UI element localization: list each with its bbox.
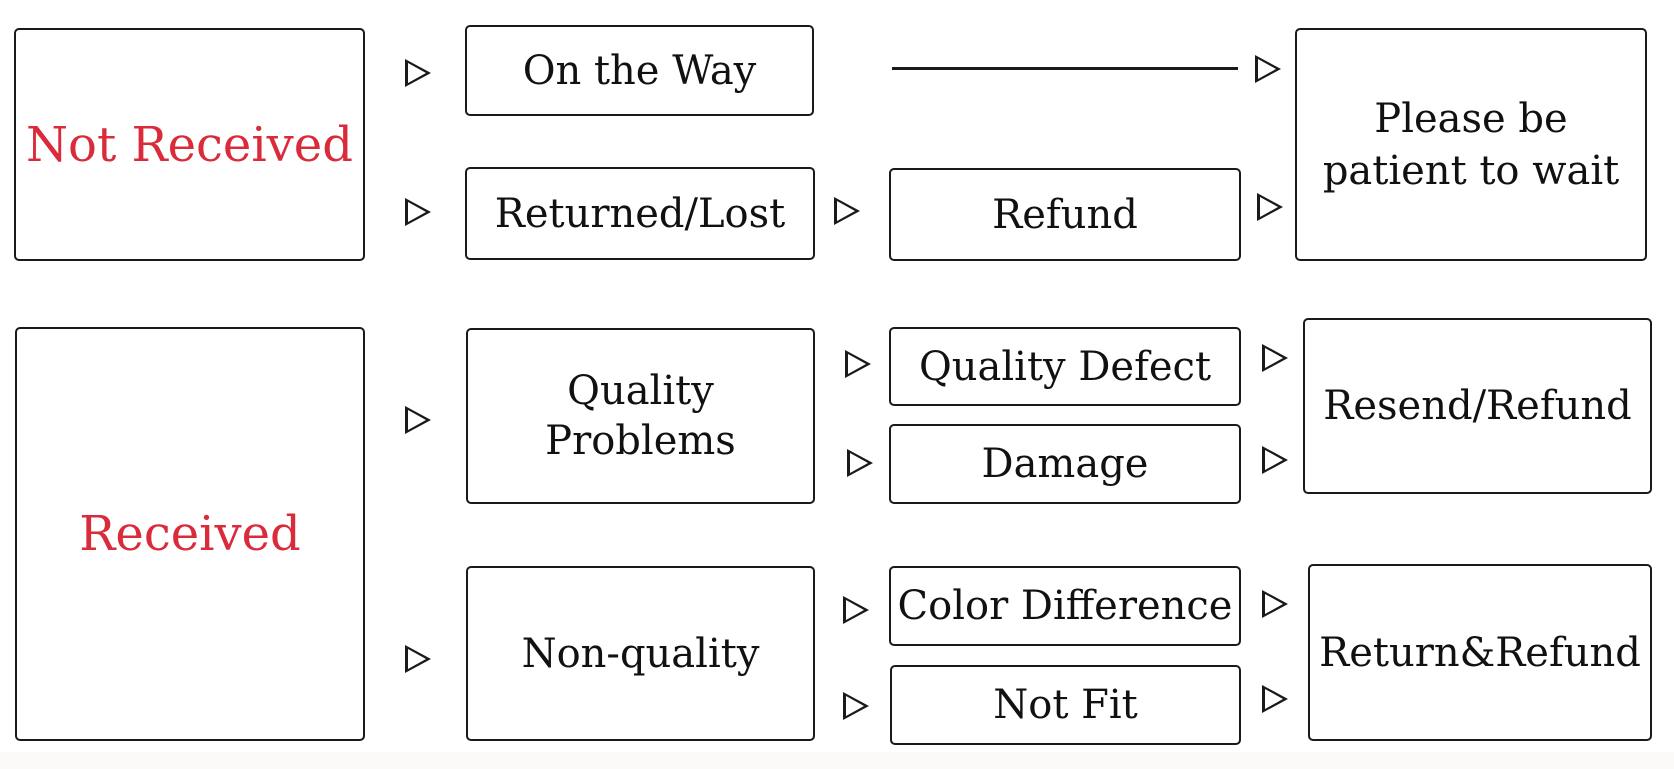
detail-refund-label: Refund [992,191,1138,238]
outcome-return-refund-label: Return&Refund [1319,629,1641,676]
situation-on-the-way-label: On the Way [522,47,757,94]
detail-color-difference-label: Color Difference [897,583,1233,629]
situation-on-the-way: On the Way [465,25,814,116]
outcome-return-refund: Return&Refund [1308,564,1652,741]
situation-non-quality: Non-quality [466,566,815,741]
detail-quality-defect: Quality Defect [889,327,1241,406]
outcome-resend-refund: Resend/Refund [1303,318,1652,494]
detail-damage-label: Damage [981,441,1149,487]
arrow-to-on-the-way [405,59,431,87]
arrow-to-not-fit [843,692,869,720]
situation-non-quality-label: Non-quality [521,630,760,677]
arrow-to-non-quality [405,645,431,673]
outcome-resend-refund-label: Resend/Refund [1323,383,1632,429]
arrow-not-fit-to-return [1262,685,1288,713]
category-received: Received [15,327,365,741]
arrow-to-color-difference [843,596,869,624]
category-received-label: Received [79,506,301,562]
detail-quality-defect-label: Quality Defect [918,343,1212,390]
detail-refund: Refund [889,168,1241,261]
arrow-color-difference-to-return [1262,590,1288,618]
arrow-to-quality-problems [405,406,431,434]
detail-not-fit-label: Not Fit [993,682,1138,728]
bottom-strip [0,752,1674,769]
outcome-please-wait-label: Please be patient to wait [1322,95,1620,194]
arrow-quality-defect-to-resend [1262,344,1288,372]
category-not-received: Not Received [14,28,365,261]
situation-quality-problems: Quality Problems [466,328,815,504]
detail-color-difference: Color Difference [889,566,1241,646]
arrow-to-returned-lost [405,198,431,226]
outcome-please-wait: Please be patient to wait [1295,28,1647,261]
arrow-refund-to-wait [1257,193,1283,221]
situation-quality-problems-label: Quality Problems [545,368,736,464]
detail-damage: Damage [889,424,1241,504]
arrow-on-the-way-to-wait [1255,55,1281,83]
arrow-to-damage [847,449,873,477]
situation-returned-lost: Returned/Lost [465,167,815,260]
category-not-received-label: Not Received [26,116,353,173]
arrow-to-quality-defect [845,350,871,378]
connector-line-on-the-way [892,67,1238,70]
situation-returned-lost-label: Returned/Lost [494,190,786,237]
detail-not-fit: Not Fit [890,665,1241,745]
arrow-damage-to-resend [1262,446,1288,474]
arrow-to-refund [834,197,860,225]
